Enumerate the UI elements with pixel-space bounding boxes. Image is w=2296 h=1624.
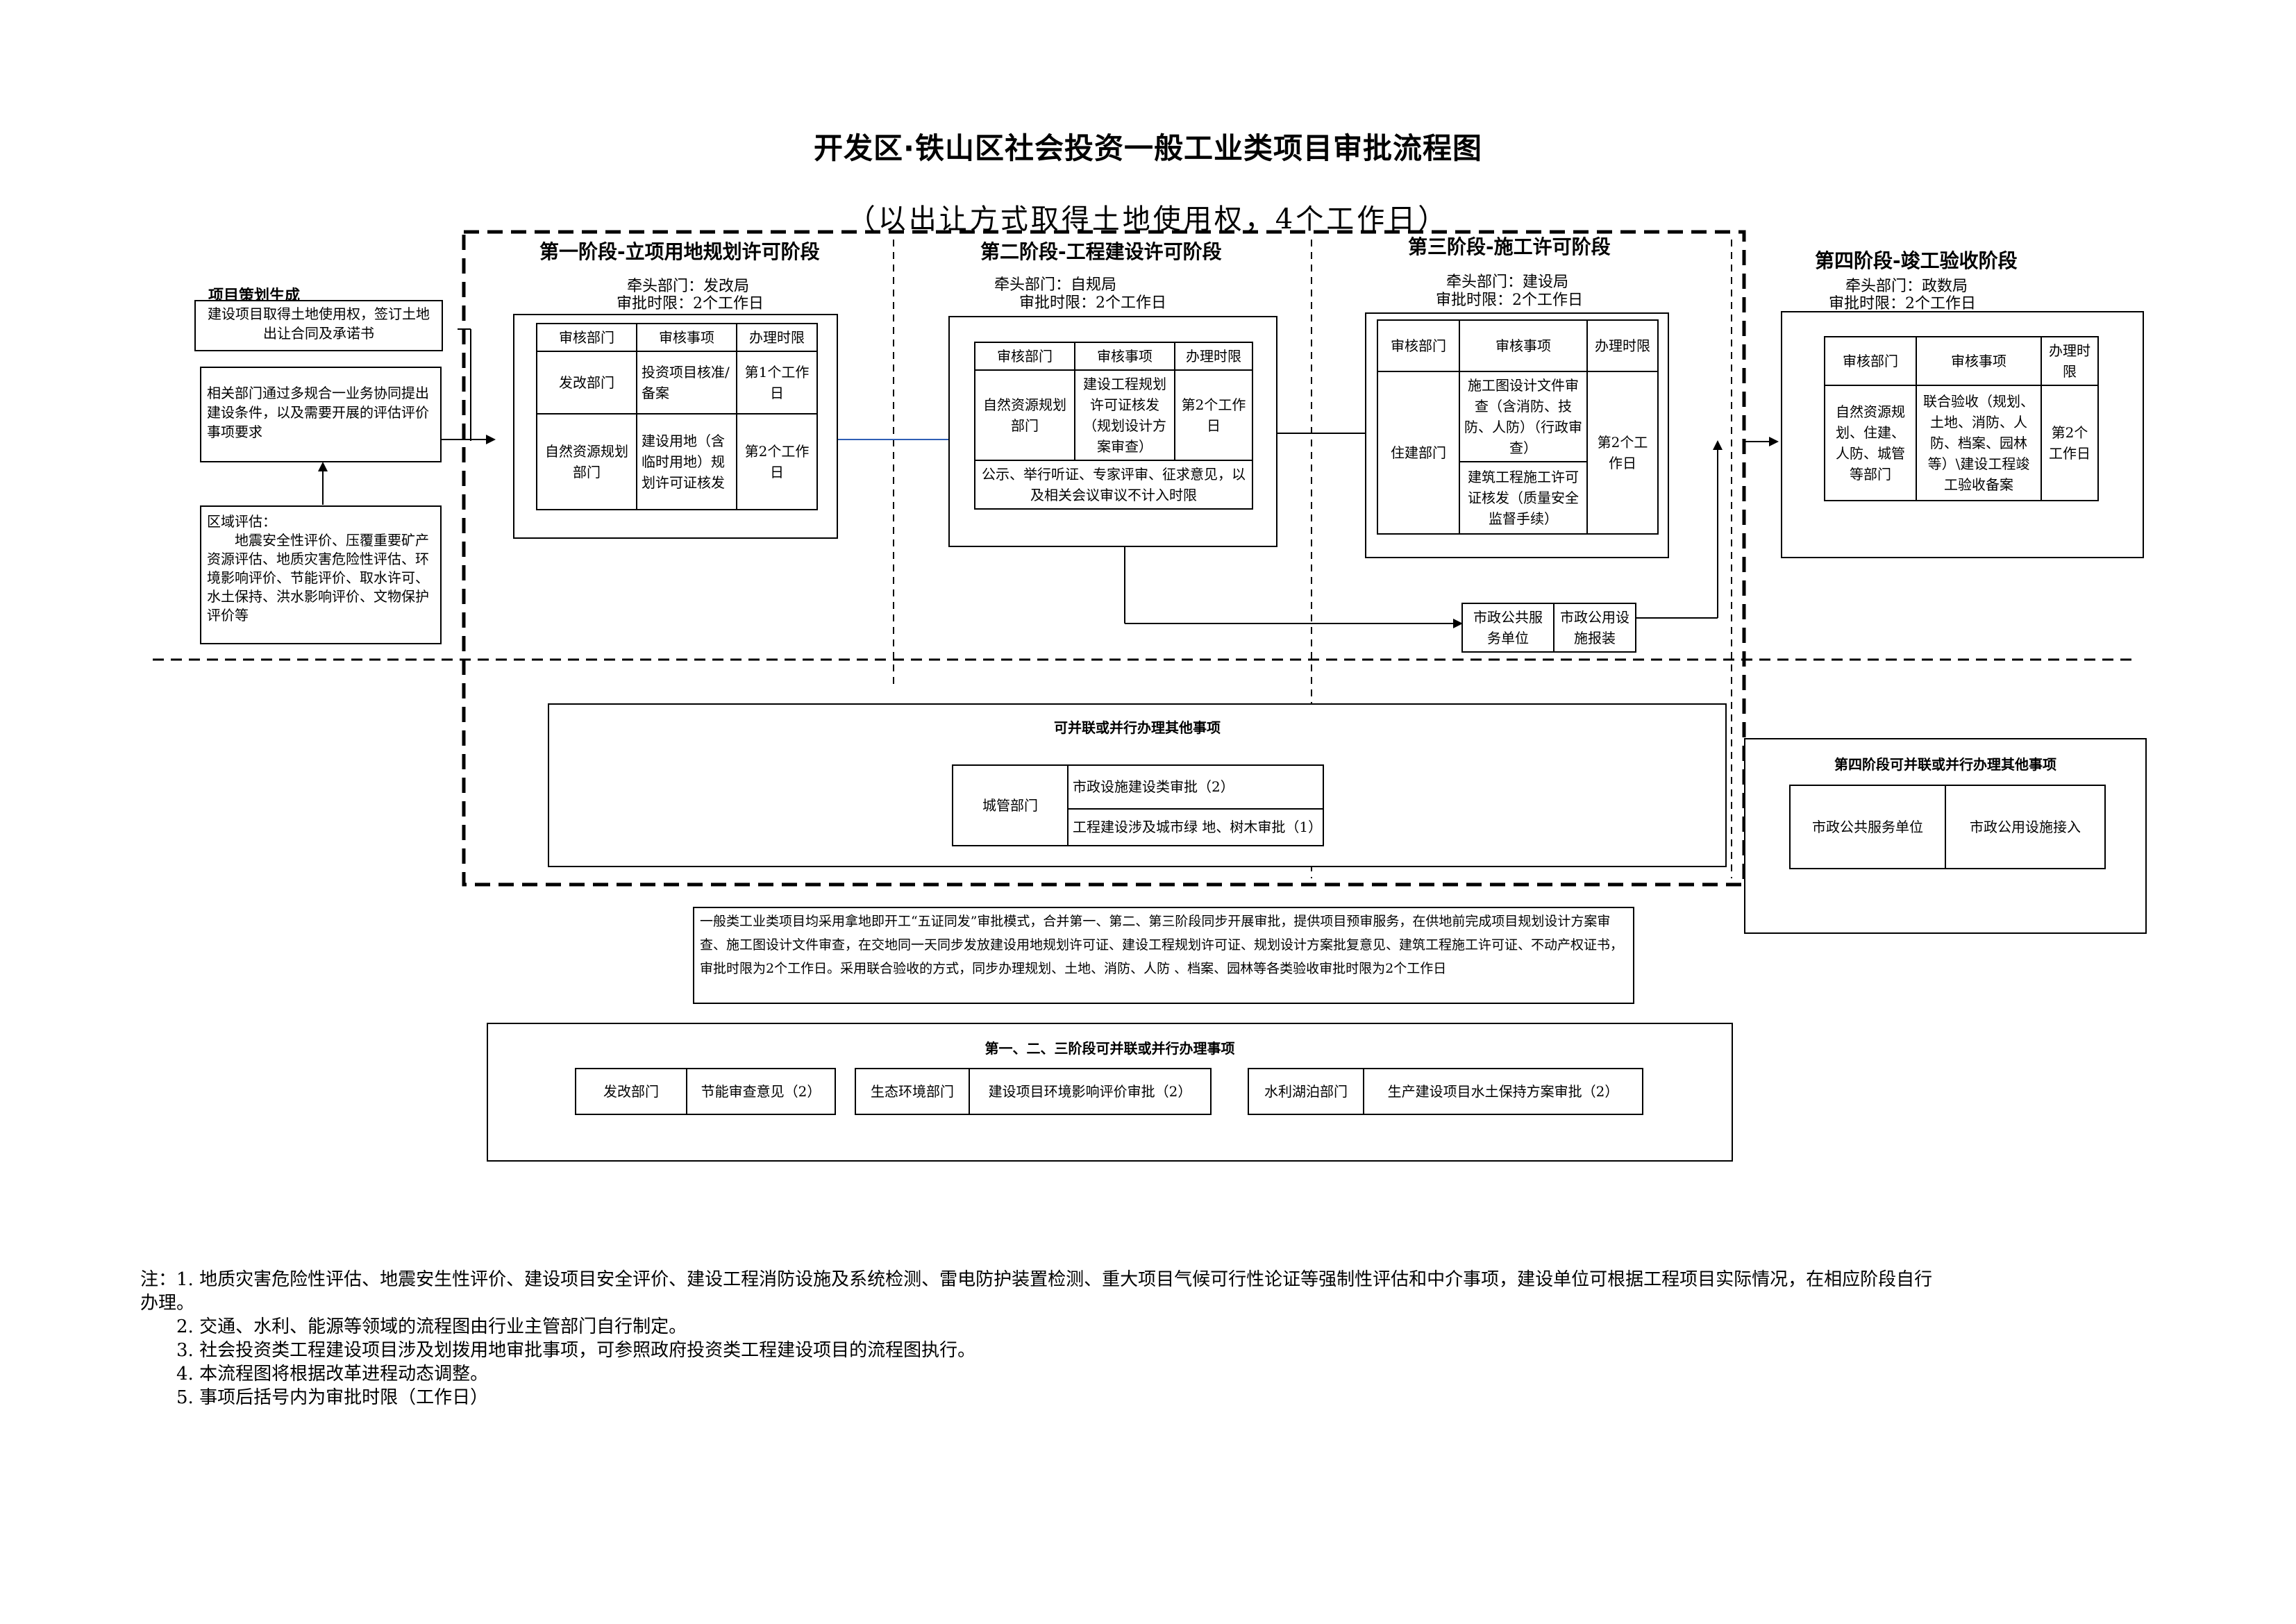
stage2-limit: 第2个工作日 <box>1174 369 1253 461</box>
stage1-row2-dept: 自然资源规划部门 <box>536 413 637 510</box>
region-assessment-text: 地震安全性评价、压覆重要矿产资源评估、地质灾害危险性评估、环境影响评价、节能评价… <box>207 532 429 623</box>
stage2-note: 公示、举行听证、专家评审、征求意见，以及相关会议审议不计入时限 <box>974 460 1253 510</box>
parallel-items-title: 可并联或并行办理其他事项 <box>1054 719 1221 736</box>
page-title: 开发区·铁山区社会投资一般工业类项目审批流程图 <box>814 131 1482 165</box>
stage1-header-item: 审核事项 <box>636 323 737 352</box>
stage2-dept: 自然资源规划部门 <box>974 369 1075 461</box>
stage4-header-time: 办理时限 <box>2041 336 2099 386</box>
note-2: 2. 交通、水利、能源等领域的流程图由行业主管部门自行制定。 <box>176 1316 687 1337</box>
land-use-box: 建设项目取得土地使用权，签订土地出让合同及承诺书 <box>194 300 443 351</box>
note-1-cont: 办理。 <box>140 1293 195 1314</box>
stage3-item2: 建筑工程施工许可证核发（质量安全监督手续） <box>1459 461 1588 535</box>
notes-block: 注：1. 地质灾害危险性评估、地震安生性评价、建设项目安全评价、建设工程消防设施… <box>140 1268 2181 1409</box>
stage2-header-dept: 审核部门 <box>974 342 1075 371</box>
bottom-group-3-dept: 水利湖泊部门 <box>1248 1068 1364 1115</box>
stage4-header-dept: 审核部门 <box>1824 336 1917 386</box>
stage1-lead: 牵头部门：发改局 <box>627 278 750 295</box>
note-3: 3. 社会投资类工程建设项目涉及划拨用地审批事项，可参照政府投资类工程建设项目的… <box>176 1340 976 1361</box>
stage4-parallel-cell-1: 市政公共服务单位 <box>1789 785 1946 869</box>
stage1-title: 第一阶段-立项用地规划许可阶段 <box>539 240 820 263</box>
stage2-lead: 牵头部门：自规局 <box>994 276 1117 294</box>
region-assessment-title: 区域评估： <box>207 513 276 530</box>
stage1-header-dept: 审核部门 <box>536 323 637 352</box>
stage3-title: 第三阶段-施工许可阶段 <box>1408 235 1611 258</box>
stage4-lead: 牵头部门：政数局 <box>1845 278 1968 295</box>
note-5: 5. 事项后括号内为审批时限（工作日） <box>176 1387 489 1408</box>
stage2-title: 第二阶段-工程建设许可阶段 <box>980 240 1222 263</box>
parallel-item-1: 市政设施建设类审批（2） <box>1067 764 1324 810</box>
stage2-table: 审核部门 审核事项 办理时限 自然资源规划部门 建设工程规划许可证核发（规划设计… <box>974 342 1253 510</box>
stage1-table: 审核部门 审核事项 办理时限 发改部门 投资项目核准/备案 第1个工作日 自然资… <box>536 323 818 510</box>
stage4-parallel-cell-2: 市政公用设施接入 <box>1945 785 2106 869</box>
stage4-table: 审核部门 审核事项 办理时限 自然资源规划、住建、人防、城管等部门 联合验收（规… <box>1824 336 2099 501</box>
stage2-header-time: 办理时限 <box>1174 342 1253 371</box>
bottom-group-3-item: 生产建设项目水土保持方案审批（2） <box>1363 1068 1643 1115</box>
parallel-items-table: 城管部门 市政设施建设类审批（2） 工程建设涉及城市绿 地、树木审批（1） <box>952 764 1324 847</box>
stage3-item1: 施工图设计文件审查（含消防、技防、人防）（行政审查） <box>1459 371 1588 462</box>
stage4-dept: 自然资源规划、住建、人防、城管等部门 <box>1824 385 1917 501</box>
stage2-item: 建设工程规划许可证核发（规划设计方案审查） <box>1074 369 1175 461</box>
bottom-group-2-item: 建设项目环境影响评价审批（2） <box>969 1068 1212 1115</box>
bottom-group-2-dept: 生态环境部门 <box>855 1068 970 1115</box>
combined-stage-frame <box>462 230 1746 887</box>
utility-table: 市政公共服务单位 市政公用设施报装 <box>1461 603 1636 653</box>
page-subtitle: （以出让方式取得土地使用权，4个工作日） <box>847 203 1449 235</box>
stage1-header-time: 办理时限 <box>736 323 818 352</box>
stage1-row2-item: 建设用地（含临时用地）规划许可证核发 <box>636 413 737 510</box>
stage2-header-item: 审核事项 <box>1074 342 1175 371</box>
stage1-row1-dept: 发改部门 <box>536 351 637 415</box>
parallel-dept: 城管部门 <box>952 764 1069 846</box>
stage3-time: 审批时限：2个工作日 <box>1436 292 1583 309</box>
description-box: 一般类工业类项目均采用拿地即开工“五证同发”审批模式，合并第一、第二、第三阶段同… <box>693 907 1634 1004</box>
stage1-row1-time: 第1个工作日 <box>736 351 818 415</box>
stage3-header-dept: 审核部门 <box>1377 319 1460 372</box>
stage1-row1-item: 投资项目核准/备案 <box>636 351 737 415</box>
coordination-box: 相关部门通过多规合一业务协同提出建设条件，以及需要开展的评估评价事项要求 <box>200 367 442 462</box>
parallel-item-2: 工程建设涉及城市绿 地、树木审批（1） <box>1067 807 1324 847</box>
stage3-lead: 牵头部门：建设局 <box>1446 274 1569 291</box>
stage4-item: 联合验收（规划、土地、消防、人防、档案、园林等）\建设工程竣工验收备案 <box>1916 385 2042 501</box>
utility-cell-2: 市政公用设施报装 <box>1553 603 1636 653</box>
bottom-group-1: 发改部门 节能审查意见（2） <box>575 1068 836 1115</box>
note-1: 注：1. 地质灾害危险性评估、地震安生性评价、建设项目安全评价、建设工程消防设施… <box>140 1269 1933 1290</box>
stage4-header-item: 审核事项 <box>1916 336 2042 386</box>
stage3-header-item: 审核事项 <box>1459 319 1588 372</box>
stage1-row2-time: 第2个工作日 <box>736 413 818 510</box>
note-4: 4. 本流程图将根据改革进程动态调整。 <box>176 1364 489 1384</box>
stage1-time: 审批时限：2个工作日 <box>617 295 764 312</box>
stage3-table: 审核部门 审核事项 办理时限 住建部门 施工图设计文件审查（含消防、技防、人防）… <box>1377 319 1659 535</box>
bottom-group-3: 水利湖泊部门 生产建设项目水土保持方案审批（2） <box>1248 1068 1643 1115</box>
stage3-dept: 住建部门 <box>1377 371 1460 535</box>
bottom-group-1-dept: 发改部门 <box>575 1068 687 1115</box>
bottom-parallel-title: 第一、二、三阶段可并联或并行办理事项 <box>984 1040 1235 1057</box>
utility-cell-1: 市政公共服务单位 <box>1461 603 1555 653</box>
stage3-header-time: 办理时限 <box>1586 319 1659 372</box>
stage4-limit: 第2个工作日 <box>2041 385 2099 501</box>
region-assessment-box: 区域评估： 地震安全性评价、压覆重要矿产资源评估、地质灾害危险性评估、环境影响评… <box>200 505 442 644</box>
stage4-parallel-table: 市政公共服务单位 市政公用设施接入 <box>1789 785 2106 869</box>
stage4-parallel-title: 第四阶段可并联或并行办理其他事项 <box>1834 756 2056 773</box>
stage4-time: 审批时限：2个工作日 <box>1829 295 1976 312</box>
stage3-limit: 第2个工作日 <box>1586 371 1659 535</box>
bottom-group-1-item: 节能审查意见（2） <box>686 1068 836 1115</box>
stage4-title: 第四阶段-竣工验收阶段 <box>1815 249 2018 272</box>
stage2-time: 审批时限：2个工作日 <box>1019 294 1166 312</box>
bottom-group-2: 生态环境部门 建设项目环境影响评价审批（2） <box>855 1068 1212 1115</box>
